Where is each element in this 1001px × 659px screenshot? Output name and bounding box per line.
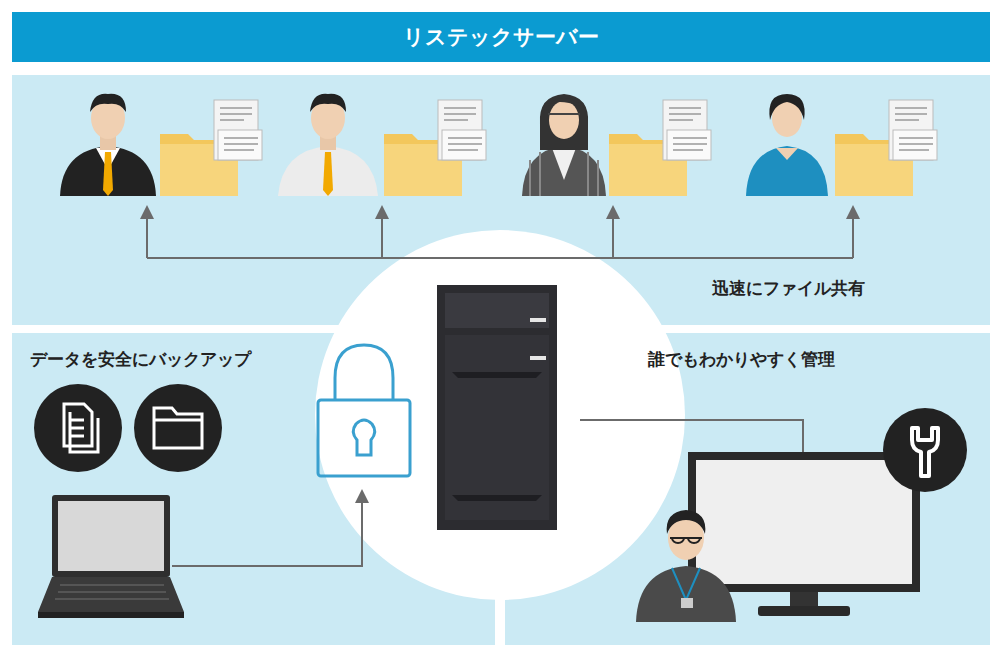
document-icon — [34, 384, 122, 472]
panel-heading: データを安全にバックアップ — [30, 348, 251, 371]
lock-icon — [318, 345, 410, 476]
server-tower — [437, 285, 557, 530]
title-text: リステックサーバー — [403, 23, 599, 51]
panel-heading: 迅速にファイル共有 — [712, 277, 865, 300]
folder-icon — [134, 384, 222, 472]
panel-heading: 誰でもわかりやすく管理 — [648, 348, 835, 371]
wrench-icon — [883, 408, 967, 492]
title-band: リステックサーバー — [12, 12, 990, 62]
hub-circle — [315, 230, 685, 600]
laptop — [38, 495, 184, 618]
